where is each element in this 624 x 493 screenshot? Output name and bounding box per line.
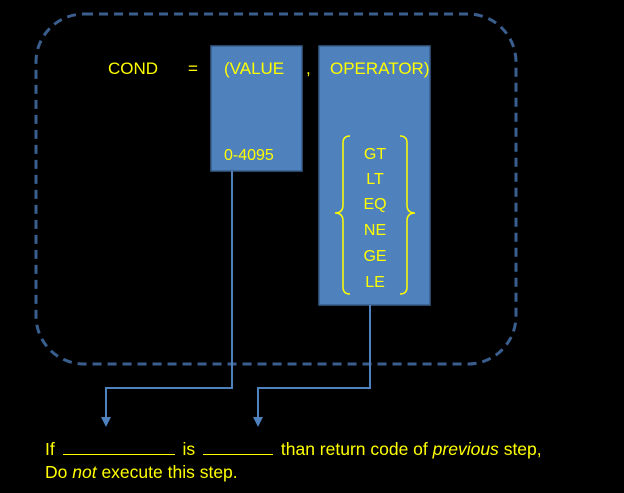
operator-box [318, 45, 431, 306]
value-range: 0-4095 [224, 147, 274, 164]
value-label: (VALUE [224, 59, 285, 78]
caption-line-1: If is than return code of previous step, [45, 438, 542, 460]
caption-if: If [45, 439, 55, 459]
caption-is: is [182, 439, 196, 459]
arrow-value-connector [105, 171, 233, 418]
operator-ge: GE [363, 248, 387, 265]
operator-gt: GT [363, 146, 387, 163]
operator-lt: LT [366, 171, 384, 188]
caption-do: Do [45, 462, 68, 482]
caption-not: not [72, 462, 97, 482]
equals-sign: = [188, 59, 198, 78]
cond-keyword: COND [108, 59, 159, 78]
caption-line-2: Do not execute this step. [45, 461, 238, 483]
operator-label: OPERATOR) [330, 59, 430, 78]
operator-le: LE [365, 274, 385, 291]
comma-separator: , [306, 59, 311, 78]
arrow-operator-head [253, 417, 263, 427]
caption-step: step, [503, 439, 542, 459]
arrow-operator-connector [257, 305, 371, 418]
operator-ne: NE [363, 222, 387, 239]
arrow-value-head [101, 417, 111, 427]
value-box [210, 45, 303, 172]
caption-than: than return code of [280, 439, 428, 459]
right-brace [399, 135, 416, 295]
operator-eq: EQ [363, 196, 387, 213]
left-brace [334, 135, 351, 295]
caption-previous: previous [432, 439, 499, 459]
caption-execute: execute this step. [101, 462, 238, 482]
dashed-rounded-frame [34, 12, 518, 366]
blank-value [62, 438, 175, 455]
blank-operator [203, 438, 273, 455]
